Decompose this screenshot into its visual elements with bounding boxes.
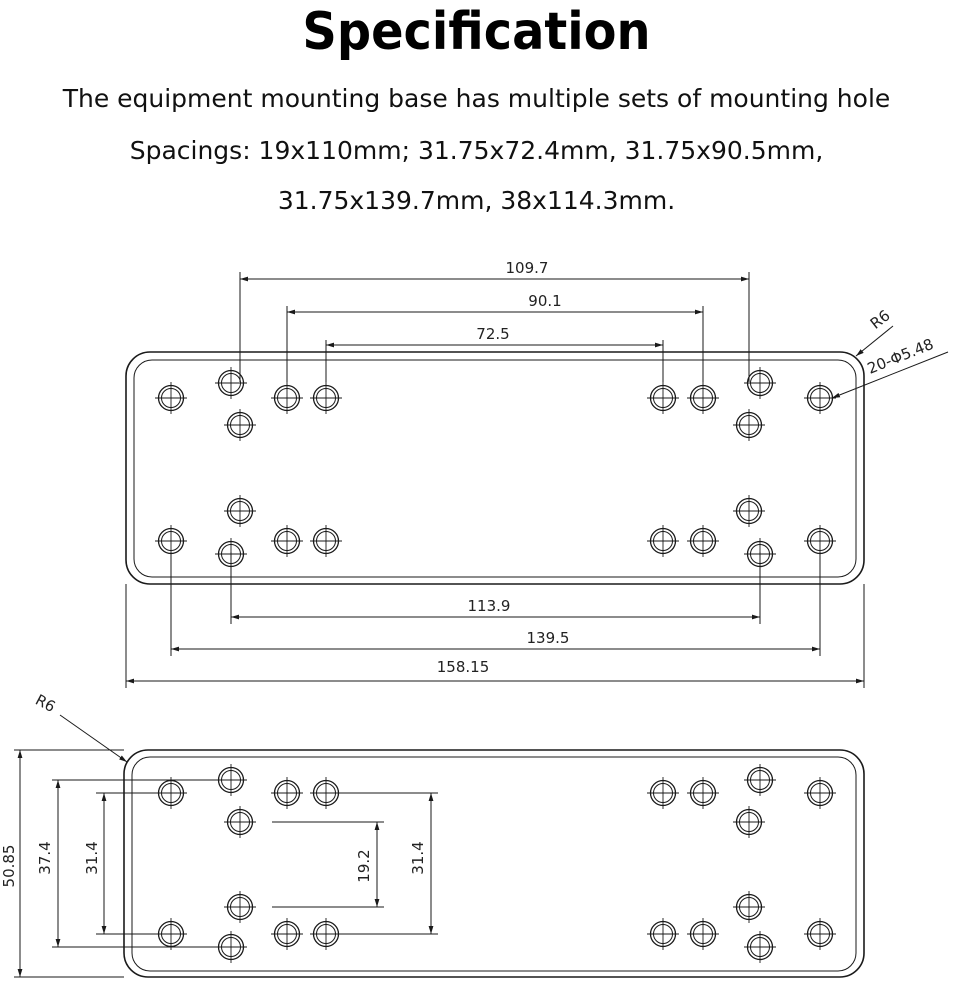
mounting-hole bbox=[310, 525, 342, 557]
r6-leader-top bbox=[855, 325, 894, 357]
mounting-hole bbox=[224, 495, 256, 527]
dim-109-7: 109.7 bbox=[506, 259, 549, 277]
mounting-hole bbox=[224, 409, 256, 441]
mounting-hole bbox=[647, 918, 679, 950]
side-plate-outline-inner bbox=[131, 756, 857, 972]
mounting-hole bbox=[744, 764, 776, 796]
mounting-hole bbox=[224, 891, 256, 923]
mounting-hole bbox=[271, 777, 303, 809]
mounting-hole bbox=[733, 891, 765, 923]
dim-72-5: 72.5 bbox=[476, 325, 509, 343]
mounting-hole bbox=[224, 806, 256, 838]
plate-outline-outer bbox=[125, 351, 865, 585]
top-view: 109.7 90.1 72.5 113.9 139.5 158.15 R6 20… bbox=[125, 259, 949, 688]
mounting-hole bbox=[271, 918, 303, 950]
dim-139-5: 139.5 bbox=[527, 629, 570, 647]
dim-19-2: 19.2 bbox=[355, 849, 373, 882]
r6-leader-side bbox=[59, 714, 128, 763]
radius-label-side: R6 bbox=[32, 691, 58, 716]
hole-leader bbox=[831, 351, 949, 399]
mounting-hole bbox=[733, 495, 765, 527]
mounting-hole bbox=[744, 367, 776, 399]
dim-113-9: 113.9 bbox=[468, 597, 511, 615]
top-holes bbox=[155, 367, 836, 570]
mounting-hole bbox=[647, 777, 679, 809]
side-extension-lines bbox=[14, 749, 438, 978]
dim-37-4: 37.4 bbox=[36, 841, 54, 874]
plate-outline-inner bbox=[133, 359, 857, 578]
mounting-hole bbox=[310, 382, 342, 414]
mounting-hole bbox=[155, 382, 187, 414]
dim-50-85: 50.85 bbox=[0, 845, 18, 888]
mounting-hole bbox=[647, 382, 679, 414]
mounting-hole bbox=[215, 367, 247, 399]
side-plate-outline-outer bbox=[123, 749, 865, 978]
mounting-hole bbox=[733, 409, 765, 441]
mounting-hole bbox=[744, 931, 776, 963]
side-holes bbox=[155, 764, 836, 963]
mounting-hole bbox=[733, 806, 765, 838]
mounting-hole bbox=[271, 525, 303, 557]
description-line-1: The equipment mounting base has multiple… bbox=[62, 84, 891, 113]
side-view: 50.85 37.4 31.4 19.2 31.4 R6 bbox=[0, 691, 865, 978]
mounting-hole bbox=[804, 918, 836, 950]
description-line-3: 31.75x139.7mm, 38x114.3mm. bbox=[277, 186, 676, 215]
dim-90-1: 90.1 bbox=[528, 292, 561, 310]
page-title: Specification bbox=[302, 2, 651, 62]
dim-31-4-right: 31.4 bbox=[409, 841, 427, 874]
mounting-hole bbox=[804, 382, 836, 414]
mounting-hole bbox=[271, 382, 303, 414]
description-line-2: Spacings: 19x110mm; 31.75x72.4mm, 31.75x… bbox=[129, 136, 824, 165]
mounting-hole bbox=[804, 777, 836, 809]
mounting-hole bbox=[687, 777, 719, 809]
mounting-hole bbox=[687, 525, 719, 557]
side-dimension-lines bbox=[17, 750, 434, 977]
mounting-hole bbox=[647, 525, 679, 557]
dim-31-4-left: 31.4 bbox=[83, 841, 101, 874]
dim-158-15: 158.15 bbox=[437, 658, 490, 676]
mounting-hole bbox=[687, 918, 719, 950]
mounting-hole bbox=[687, 382, 719, 414]
top-dimension-lines bbox=[126, 276, 864, 684]
